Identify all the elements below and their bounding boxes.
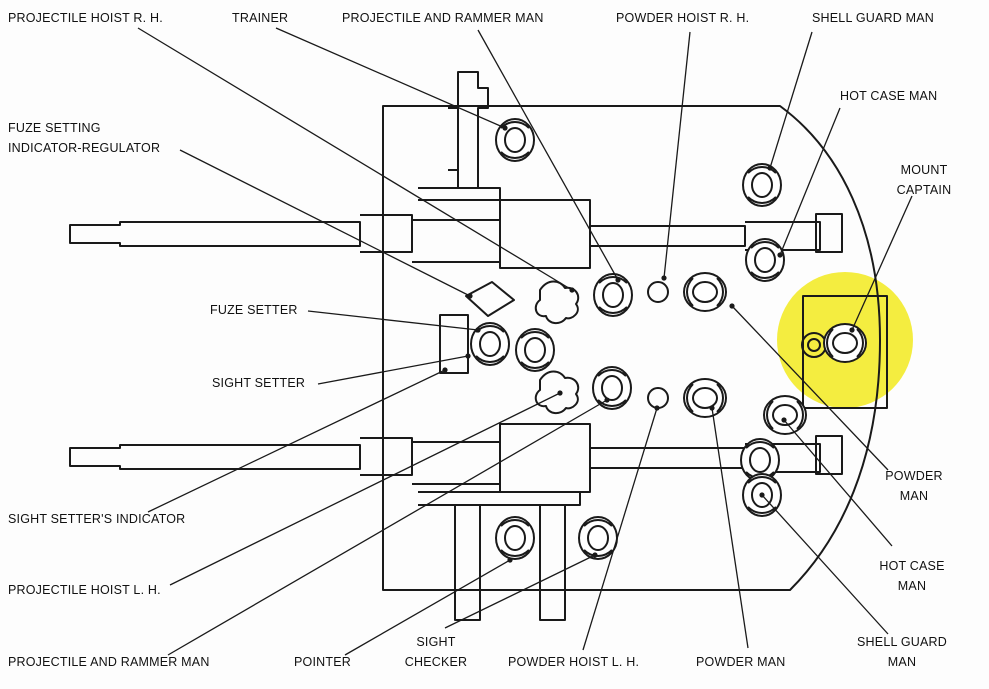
powder-man-bottom-figure xyxy=(683,378,727,418)
label-sight-setter: SIGHT SETTER xyxy=(212,376,306,390)
sight-assembly xyxy=(439,280,580,414)
label-hot-case-man-top: HOT CASE MAN xyxy=(840,89,938,103)
label-pointer: POINTER xyxy=(294,655,351,669)
shell-guard-man-top-figure xyxy=(742,163,782,207)
label-powder-man-bottom: POWDER MAN xyxy=(696,655,786,669)
mount-captain-station xyxy=(802,295,888,409)
projectile-hoist-rh-structure xyxy=(418,71,501,201)
powder-man-top-figure xyxy=(683,272,727,312)
lower-breech xyxy=(815,435,843,475)
sight-setter-figure xyxy=(515,328,555,372)
trainer-figure xyxy=(495,118,535,162)
powder-hoist-lh-symbol xyxy=(647,387,669,409)
label-projectile-hoist-rh: PROJECTILE HOIST R. H. xyxy=(8,11,163,25)
label-projectile-hoist-lh: PROJECTILE HOIST L. H. xyxy=(8,583,161,597)
sight-checker-figure xyxy=(578,516,618,560)
lower-gun-barrel xyxy=(69,423,821,493)
label-sight-setters-indicator: SIGHT SETTER'S INDICATOR xyxy=(8,512,186,526)
hot-case-man-right-figure xyxy=(740,438,780,482)
leader-lines xyxy=(137,27,913,656)
upper-breech xyxy=(815,213,843,253)
label-projectile-rammer-man-bottom: PROJECTILE AND RAMMER MAN xyxy=(8,655,210,669)
label-shell-guard-man-top: SHELL GUARD MAN xyxy=(812,11,935,25)
label-powder-hoist-lh: POWDER HOIST L. H. xyxy=(508,655,640,669)
mount-captain-figure xyxy=(823,323,867,363)
powder-hoist-rh-symbol xyxy=(647,281,669,303)
label-projectile-rammer-man-top: PROJECTILE AND RAMMER MAN xyxy=(342,11,544,25)
fuze-setting-indicator-box xyxy=(465,281,515,317)
label-trainer: TRAINER xyxy=(232,11,289,25)
label-powder-hoist-rh: POWDER HOIST R. H. xyxy=(616,11,750,25)
powder-man-right-figure xyxy=(763,395,807,435)
leader-arrowheads xyxy=(442,125,855,563)
upper-gun-barrel xyxy=(69,199,821,269)
projectile-hoist-lh-structure xyxy=(418,491,581,621)
projectile-rammer-man-top-figure xyxy=(593,273,633,317)
projectile-rammer-man-bottom-figure xyxy=(592,366,632,410)
turret-outline xyxy=(382,105,881,591)
pointer-figure xyxy=(495,516,535,560)
label-fuze-setter: FUZE SETTER xyxy=(210,303,298,317)
hot-case-man-top-figure xyxy=(745,238,785,282)
fuze-setter-figure xyxy=(470,322,510,366)
